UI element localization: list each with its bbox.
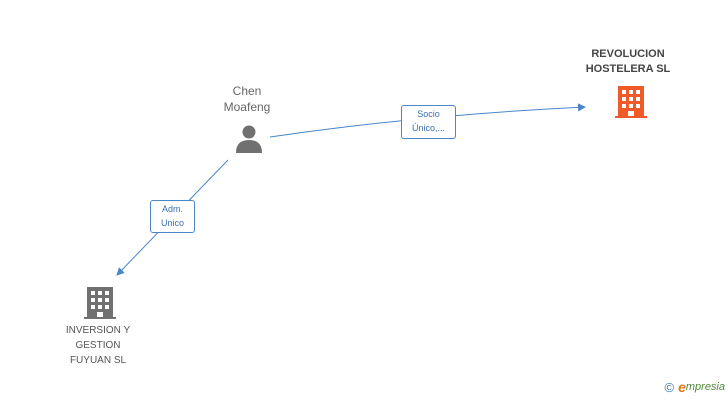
edge-label-adm-unico[interactable]: Adm. Unico	[150, 200, 195, 233]
empresia-logo: © e mpresia	[664, 379, 725, 395]
building-icon[interactable]	[84, 285, 116, 319]
edge-label-socio-unico[interactable]: Socio Único,...	[401, 105, 456, 139]
copyright-icon: ©	[664, 379, 675, 395]
person-icon[interactable]	[234, 123, 264, 153]
building-icon[interactable]	[615, 84, 647, 118]
person-name-label[interactable]: Chen Moafeng	[223, 84, 271, 114]
company-revolucion-name[interactable]: REVOLUCION HOSTELERA SL	[585, 48, 671, 75]
company-inversion-name[interactable]: INVERSION Y GESTION FUYUAN SL	[65, 325, 131, 366]
brand-name: mpresia	[685, 381, 725, 393]
brand-initial: e	[678, 379, 686, 395]
